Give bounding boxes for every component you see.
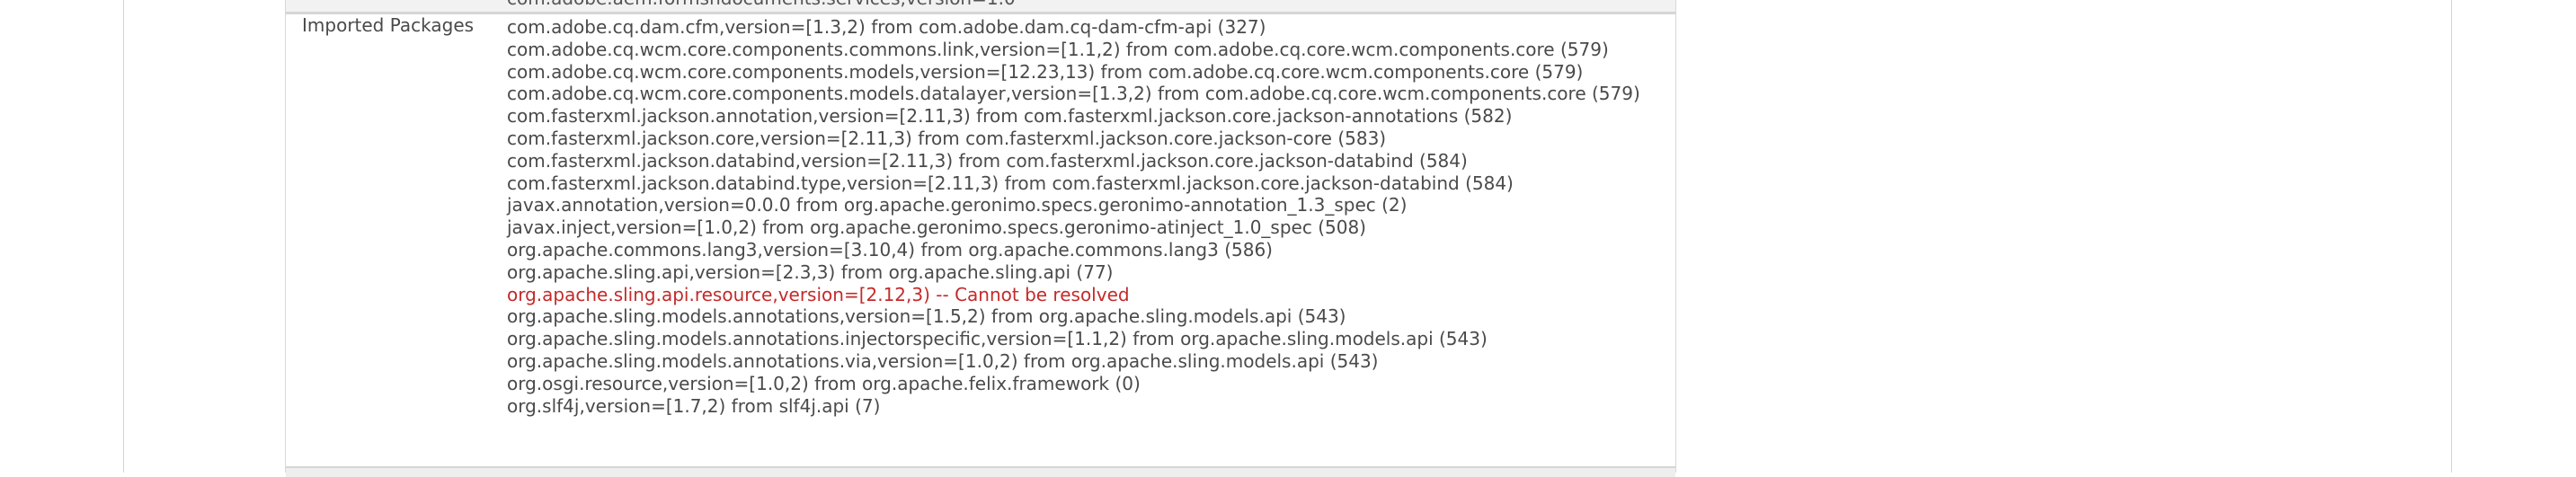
imported-package: javax.annotation,version=0.0.0 from org.… <box>507 194 1408 216</box>
imported-package: com.adobe.cq.wcm.core.components.commons… <box>507 38 1609 60</box>
bundle-details-table: com.adobe.aem.formsndocuments.services,v… <box>285 0 1676 477</box>
imported-package: com.fasterxml.jackson.core,version=[2.11… <box>507 127 1387 149</box>
imported-package: com.fasterxml.jackson.annotation,version… <box>507 105 1513 128</box>
imported-package: org.apache.sling.models.annotations.via,… <box>507 349 1379 372</box>
imported-package: org.apache.sling.models.annotations.inje… <box>507 328 1488 350</box>
imported-packages-label: Imported Packages <box>302 14 475 36</box>
previous-row: com.adobe.aem.formsndocuments.services,v… <box>286 0 1675 14</box>
imported-package: org.apache.commons.lang3,version=[3.10,4… <box>507 238 1273 261</box>
imported-package: com.fasterxml.jackson.databind.type,vers… <box>507 172 1514 194</box>
imported-package: com.adobe.cq.wcm.core.components.models.… <box>507 83 1640 105</box>
page-right-border <box>2451 0 2452 473</box>
imported-package: com.adobe.cq.wcm.core.components.models,… <box>507 60 1584 83</box>
imported-package: org.apache.sling.api,version=[2.3,3) fro… <box>507 261 1114 283</box>
imported-package: org.slf4j,version=[1.7,2) from slf4j.api… <box>507 394 881 417</box>
imported-package: com.adobe.cq.dam.cfm,version=[1.3,2) fro… <box>507 16 1266 38</box>
page-left-border <box>123 0 124 473</box>
next-row <box>286 466 1675 477</box>
imported-package: org.apache.sling.models.annotations,vers… <box>507 305 1346 328</box>
imported-package: com.fasterxml.jackson.databind,version=[… <box>507 149 1468 172</box>
imported-package: org.osgi.resource,version=[1.0,2) from o… <box>507 372 1141 394</box>
previous-row-value: com.adobe.aem.formsndocuments.services,v… <box>507 0 1016 10</box>
imported-packages-list: com.adobe.cq.dam.cfm,version=[1.3,2) fro… <box>507 16 1663 417</box>
imported-package: javax.inject,version=[1.0,2) from org.ap… <box>507 216 1366 239</box>
imported-package-unresolved: org.apache.sling.api.resource,version=[2… <box>507 283 1130 305</box>
imported-packages-row: Imported Packages com.adobe.cq.dam.cfm,v… <box>286 14 1675 466</box>
